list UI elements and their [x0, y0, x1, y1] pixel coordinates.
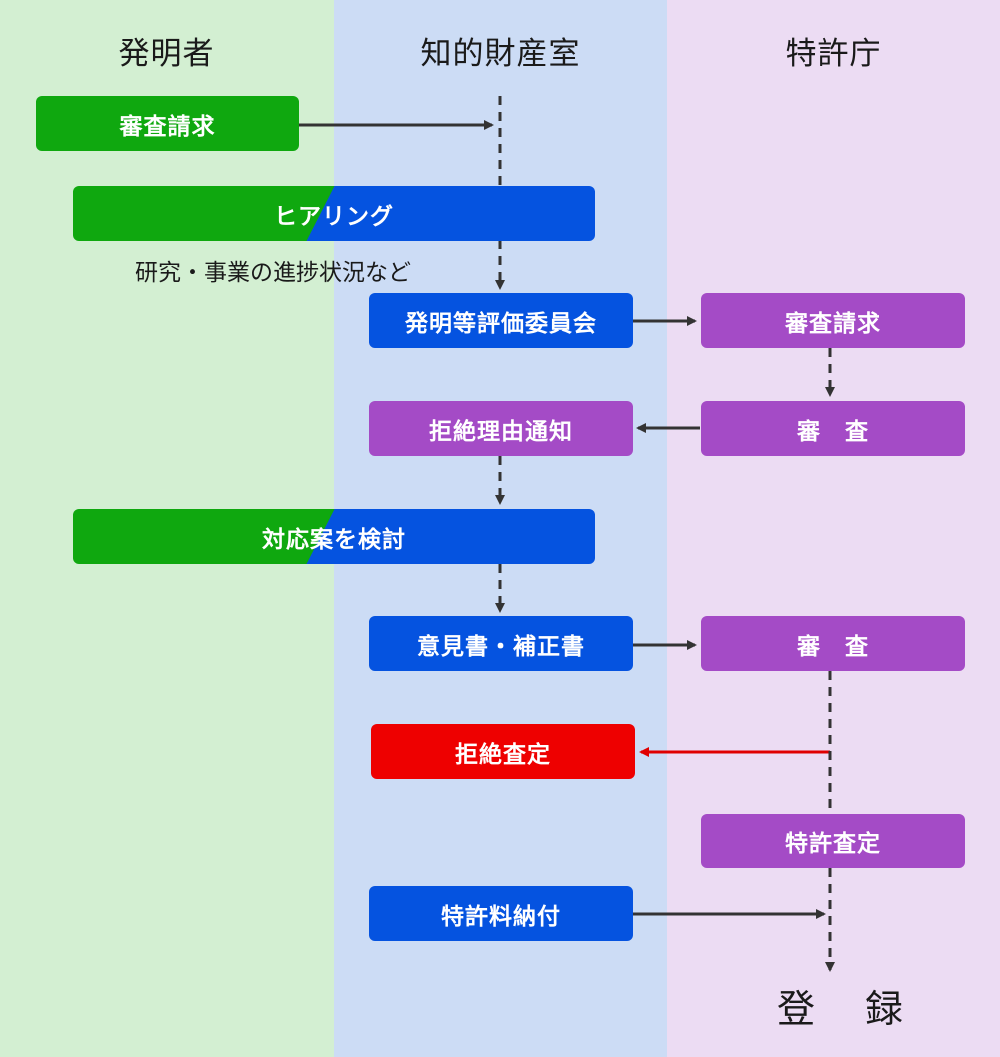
- box-final-rejection: 拒絶査定: [371, 724, 635, 779]
- box-examination-1: 審 査: [701, 401, 965, 456]
- hearing-note: 研究・事業の進捗状況など: [135, 260, 411, 286]
- box-hearing: ヒアリング: [73, 186, 595, 241]
- box-consider-response: 対応案を検討: [73, 509, 595, 564]
- box-evaluation-committee: 発明等評価委員会: [369, 293, 633, 348]
- lane-patent-office: [667, 0, 1000, 1057]
- box-patent-decision: 特許査定: [701, 814, 965, 868]
- box-patent-fee-payment: 特許料納付: [369, 886, 633, 941]
- box-examination-2: 審 査: [701, 616, 965, 671]
- lane-header-patent-office: 特許庁: [785, 36, 882, 72]
- lane-header-ip-office: 知的財産室: [420, 36, 581, 72]
- box-opinion-amendment: 意見書・補正書: [369, 616, 633, 671]
- box-exam-request-jpo: 審査請求: [701, 293, 965, 348]
- box-exam-request-inventor: 審査請求: [36, 96, 299, 151]
- registration-label: 登 録: [777, 987, 910, 1031]
- box-rejection-notice: 拒絶理由通知: [369, 401, 633, 456]
- lane-header-inventor: 発明者: [118, 36, 215, 72]
